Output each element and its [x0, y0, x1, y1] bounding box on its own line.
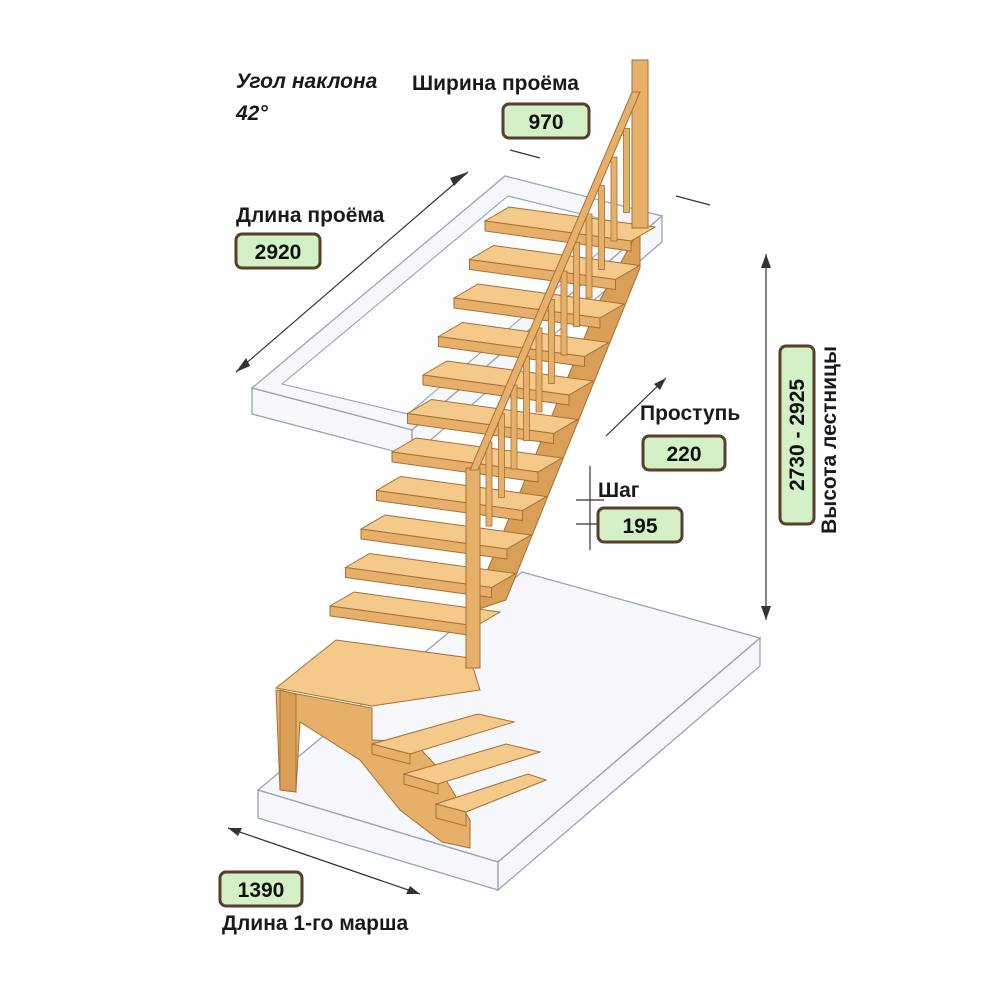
tread-badge: [641, 434, 727, 472]
arrow-tread-a: [654, 378, 666, 390]
staircase: [274, 59, 657, 849]
stair-height-value: 2730 - 2925: [786, 379, 809, 491]
landing-leg: [279, 689, 297, 793]
baluster-3: [510, 384, 518, 470]
upper-step-front-11: [484, 220, 632, 252]
arrow-opening-length-a: [236, 358, 250, 372]
dimension-lines: [227, 149, 767, 895]
baluster-5: [535, 327, 543, 413]
arrow-stair-height-b: [761, 606, 771, 620]
arrow-opening-length-b: [450, 172, 468, 186]
first-flight-value: 1390: [238, 879, 285, 902]
dim-first-flight: [227, 827, 421, 895]
baluster-7: [560, 270, 568, 356]
stair-height-badge: [778, 344, 816, 526]
step-badge: [596, 506, 684, 544]
stair-height-label: Высота лестницы: [818, 346, 841, 534]
landing-support: [275, 689, 471, 849]
slope-label-line1: Угол наклона: [236, 70, 378, 93]
dimension-arrows: [228, 172, 771, 894]
dim-opening-width: [509, 149, 541, 159]
opening-width-value: 970: [528, 111, 563, 134]
dim-tread: [605, 377, 667, 437]
baluster-6: [548, 299, 555, 384]
baluster-12: [623, 128, 630, 213]
baluster-9: [585, 213, 593, 299]
opening-length-value: 2920: [255, 241, 302, 264]
baluster-11: [610, 156, 618, 242]
slope-label-line2: 42°: [235, 102, 268, 125]
upper-step-front-7: [422, 374, 570, 406]
opening-length-badge: [234, 232, 322, 270]
newel-post-lower: [465, 467, 481, 669]
dim-opening-length: [235, 171, 469, 373]
lower-flight: [370, 713, 548, 827]
baluster-10: [598, 185, 605, 270]
first-flight-label: Длина 1-го марша: [222, 912, 408, 935]
opening-length-label: Длина проёма: [236, 204, 385, 227]
baluster-4: [523, 356, 530, 441]
floor-slab-side: [497, 636, 761, 892]
opening-width-label: Ширина проёма: [412, 72, 579, 95]
step-label: Шаг: [598, 479, 640, 502]
newel-post-upper: [631, 59, 649, 229]
opening-width-badge: [501, 102, 591, 140]
upper-step-front-2: [345, 566, 492, 599]
baluster-2: [498, 413, 505, 498]
lower-step-2-front: [403, 773, 439, 795]
handrail: [469, 91, 641, 471]
landing-top: [274, 639, 481, 707]
arrow-stair-height-a: [761, 254, 771, 268]
arrow-first-flight-a: [228, 828, 242, 836]
tread-value: 220: [666, 443, 701, 466]
baluster-1: [485, 441, 493, 527]
dim-opening-width-right: [675, 195, 711, 206]
lower-step-3-front: [435, 803, 467, 827]
step-value: 195: [622, 515, 657, 538]
arrow-first-flight-b: [406, 886, 420, 894]
first-flight-badge: [218, 870, 304, 908]
tread-label: Проступь: [640, 402, 740, 425]
baluster-8: [573, 242, 580, 327]
lower-step-1-front: [371, 743, 411, 765]
